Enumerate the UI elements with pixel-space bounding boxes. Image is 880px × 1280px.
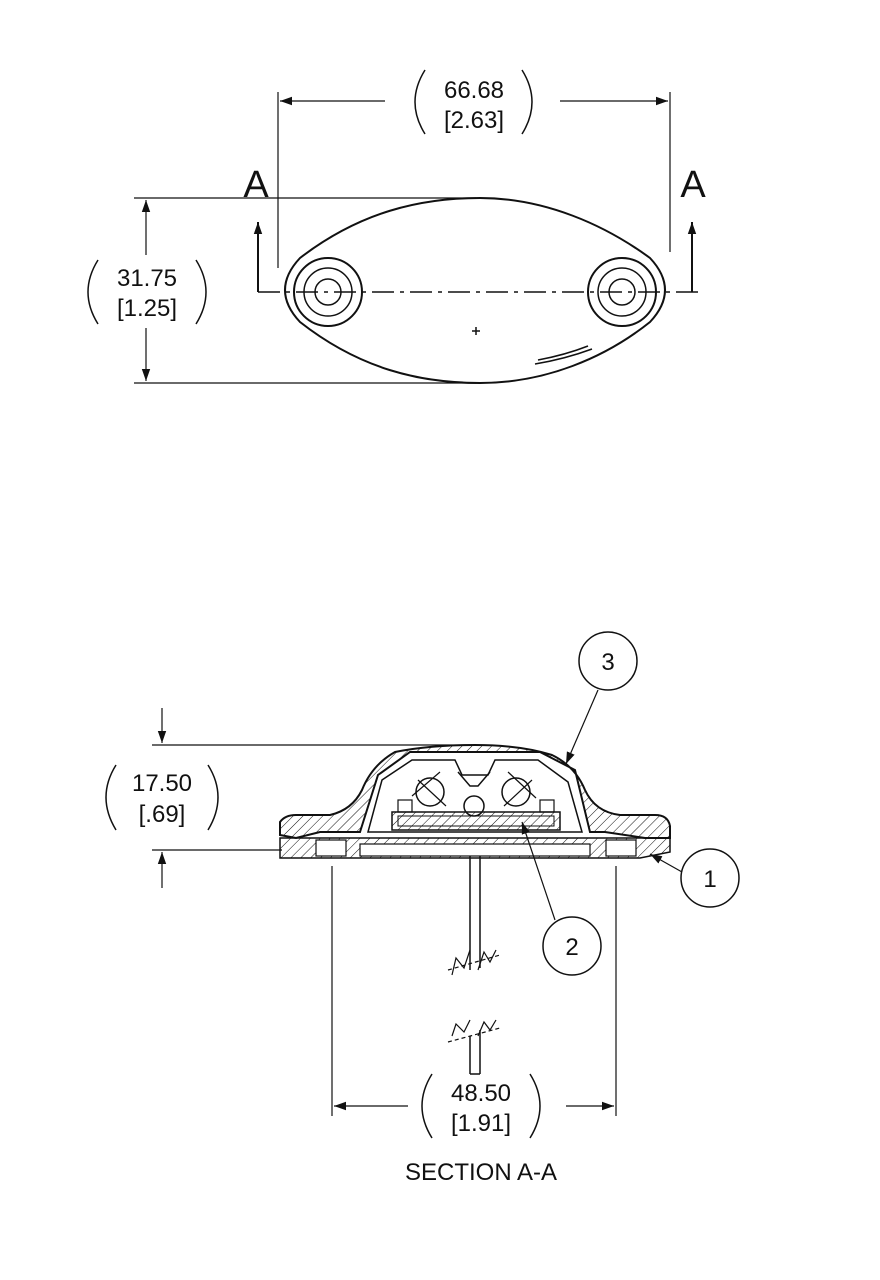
balloon-2-label: 2 [565, 934, 578, 961]
section-height-dimension: 17.50 [.69] [105, 708, 470, 888]
height-dimension: 31.75 [1.25] [87, 197, 476, 384]
housing-section [279, 743, 671, 840]
led-left [411, 771, 447, 807]
top-view: A A 66.68 [2.63] 31.75 [1.25] [87, 69, 706, 385]
height-dim-inch: [1.25] [117, 295, 177, 322]
base-width-mm: 48.50 [451, 1080, 511, 1107]
led-board [391, 811, 561, 831]
section-height-mm: 17.50 [132, 770, 192, 797]
section-marker-left: A [243, 164, 269, 206]
balloon-1: 1 [649, 848, 740, 908]
section-caption: SECTION A-A [405, 1159, 557, 1186]
section-view: 17.50 [.69] 48.50 [1.91] 1 2 [105, 631, 740, 1186]
balloon-3-label: 3 [601, 649, 614, 676]
lens-arc [537, 345, 589, 361]
balloon-3: 3 [565, 631, 638, 765]
section-height-inch: [.69] [139, 801, 186, 828]
housing-outline-top [284, 196, 666, 385]
base-width-inch: [1.91] [451, 1110, 511, 1137]
width-dim-inch: [2.63] [444, 107, 504, 134]
height-dim-mm: 31.75 [117, 265, 177, 292]
led-right [501, 771, 537, 807]
section-marker-right: A [680, 164, 706, 206]
base-width-dimension: 48.50 [1.91] [331, 866, 617, 1139]
width-dimension: 66.68 [2.63] [277, 69, 671, 268]
width-dim-mm: 66.68 [444, 77, 504, 104]
balloon-1-label: 1 [703, 866, 716, 893]
balloon-2: 2 [521, 821, 602, 976]
